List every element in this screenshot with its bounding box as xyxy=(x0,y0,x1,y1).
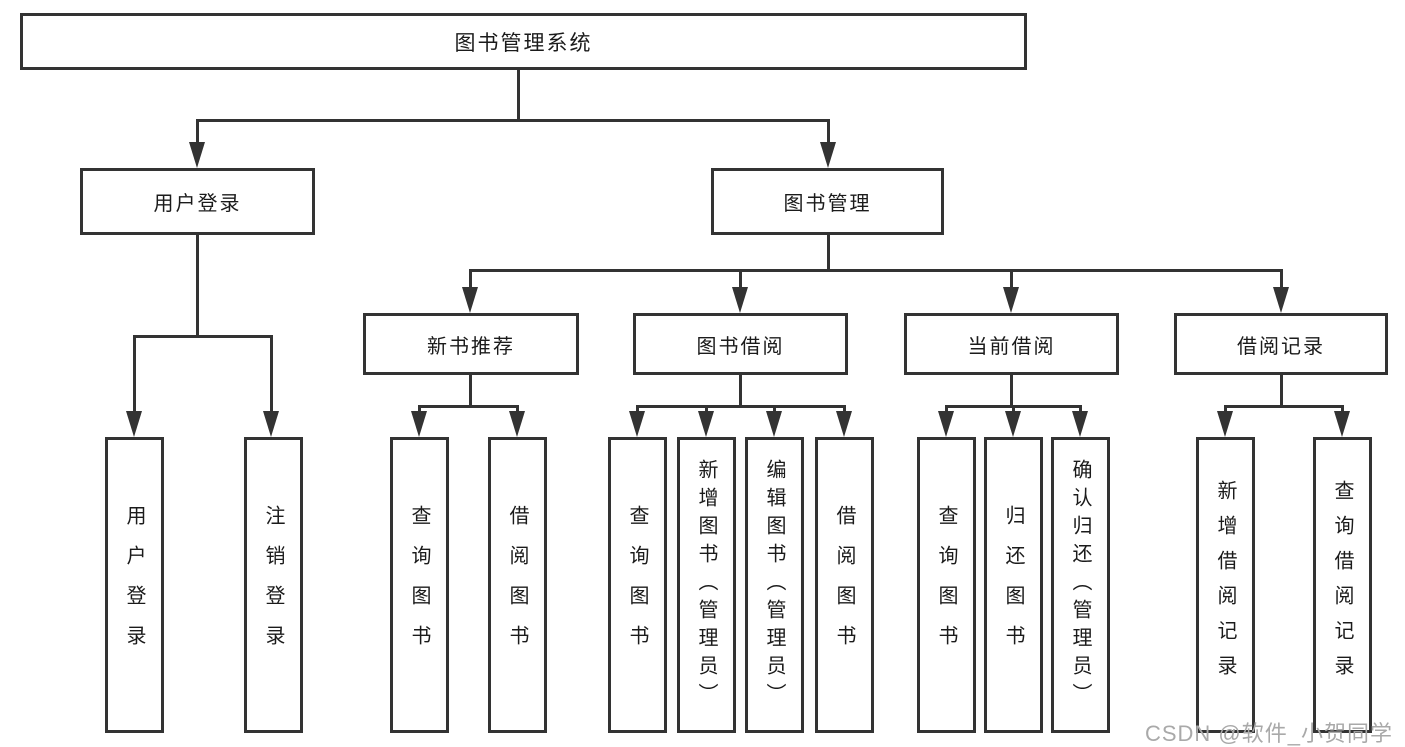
arrow-down-icon xyxy=(263,411,279,437)
leaf-query-book-2: 查询图书 xyxy=(608,437,667,733)
connector-line xyxy=(1341,405,1344,414)
leaf-add-book-admin: 新增图书（管理员） xyxy=(677,437,736,733)
connector-line xyxy=(517,70,520,122)
node-book-management: 图书管理 xyxy=(711,168,944,235)
connector-line xyxy=(196,119,199,145)
connector-line xyxy=(636,405,846,408)
connector-line xyxy=(133,335,273,338)
connector-line xyxy=(469,269,472,290)
leaf-query-book-1: 查询图书 xyxy=(390,437,449,733)
arrow-down-icon xyxy=(1273,287,1289,313)
arrow-down-icon xyxy=(189,142,205,168)
arrow-down-icon xyxy=(836,411,852,437)
node-new-book-recommend: 新书推荐 xyxy=(363,313,579,375)
connector-line xyxy=(1079,405,1082,414)
arrow-down-icon xyxy=(629,411,645,437)
connector-line xyxy=(739,375,742,408)
connector-line xyxy=(270,335,273,413)
csdn-watermark: CSDN @软件_小贺同学 xyxy=(1144,721,1393,746)
leaf-edit-book-admin: 编辑图书（管理员） xyxy=(745,437,804,733)
connector-line xyxy=(418,405,519,408)
connector-line xyxy=(1224,405,1344,408)
node-borrow-records: 借阅记录 xyxy=(1174,313,1388,375)
leaf-borrow-book-1: 借阅图书 xyxy=(488,437,547,733)
arrow-down-icon xyxy=(1072,411,1088,437)
node-current-borrow: 当前借阅 xyxy=(904,313,1119,375)
connector-line xyxy=(827,119,830,145)
connector-line xyxy=(843,405,846,414)
connector-line xyxy=(196,119,830,122)
arrow-down-icon xyxy=(411,411,427,437)
connector-line xyxy=(945,405,948,414)
arrow-down-icon xyxy=(1217,411,1233,437)
arrow-down-icon xyxy=(698,411,714,437)
connector-line xyxy=(1224,405,1227,414)
connector-line xyxy=(469,269,1283,272)
arrow-down-icon xyxy=(766,411,782,437)
arrow-down-icon xyxy=(462,287,478,313)
leaf-query-book-3: 查询图书 xyxy=(917,437,976,733)
node-book-borrow: 图书借阅 xyxy=(633,313,848,375)
leaf-return-book: 归还图书 xyxy=(984,437,1043,733)
arrow-down-icon xyxy=(820,142,836,168)
connector-line xyxy=(1010,269,1013,290)
connector-line xyxy=(133,335,136,413)
connector-line xyxy=(773,405,776,414)
connector-line xyxy=(516,405,519,414)
leaf-add-borrow-record: 新增借阅记录 xyxy=(1196,437,1255,733)
arrow-down-icon xyxy=(1005,411,1021,437)
arrow-down-icon xyxy=(1334,411,1350,437)
connector-line xyxy=(196,235,199,338)
node-user-login: 用户登录 xyxy=(80,168,315,235)
leaf-borrow-book-2: 借阅图书 xyxy=(815,437,874,733)
connector-line xyxy=(1280,269,1283,290)
connector-line xyxy=(827,234,830,272)
connector-line xyxy=(469,375,472,408)
arrow-down-icon xyxy=(509,411,525,437)
leaf-confirm-return-admin: 确认归还（管理员） xyxy=(1051,437,1110,733)
connector-line xyxy=(739,269,742,290)
connector-line xyxy=(1010,375,1013,408)
leaf-query-borrow-record: 查询借阅记录 xyxy=(1313,437,1372,733)
arrow-down-icon xyxy=(938,411,954,437)
node-root: 图书管理系统 xyxy=(20,13,1027,70)
arrow-down-icon xyxy=(126,411,142,437)
connector-line xyxy=(705,405,708,414)
connector-line xyxy=(1280,375,1283,408)
leaf-user-login: 用户登录 xyxy=(105,437,164,733)
connector-line xyxy=(636,405,639,414)
connector-line xyxy=(1012,405,1015,414)
connector-line xyxy=(418,405,421,414)
arrow-down-icon xyxy=(732,287,748,313)
leaf-logout: 注销登录 xyxy=(244,437,303,733)
arrow-down-icon xyxy=(1003,287,1019,313)
